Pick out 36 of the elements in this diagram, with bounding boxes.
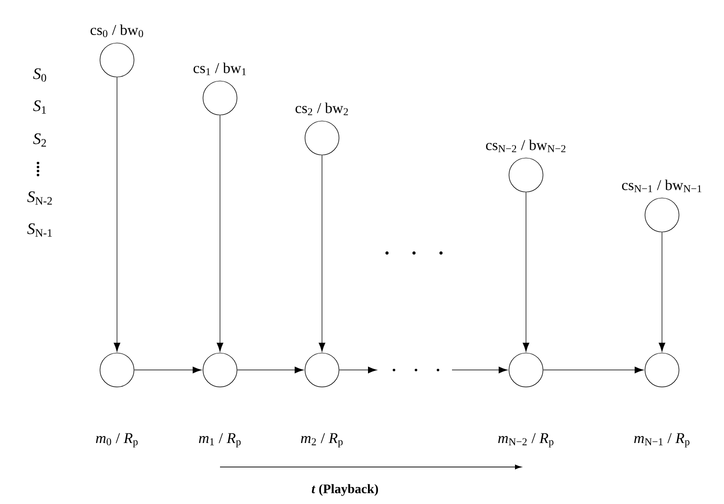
state-circle	[100, 352, 134, 388]
node-label: m$_{N−1}$ / R$_{p}$	[634, 433, 690, 448]
label: S$_{0}$	[33, 68, 46, 82]
node-label: m$_{2}$ / R$_{p}$	[300, 433, 343, 448]
state-circle	[508, 352, 544, 388]
arrow	[318, 155, 326, 352]
label: t (Playback)	[312, 484, 378, 496]
node-label: cs$_{N−1}$ / bw$_{N−1}$	[622, 180, 702, 192]
arrow	[522, 192, 530, 352]
state-circle	[508, 158, 544, 192]
arrow	[543, 366, 644, 374]
node-label: m$_{0}$ / R$_{p}$	[96, 433, 138, 448]
arrow	[114, 77, 120, 352]
label: S$_{N-1}$	[27, 223, 52, 237]
arrow	[452, 366, 508, 374]
node-label: cs$_{N−2}$ / bw$_{N−2}$	[486, 140, 566, 152]
state-circle	[304, 120, 340, 156]
node-label: cs$_{2}$ / bw$_{2}$	[296, 102, 348, 116]
arrow	[658, 232, 666, 352]
state-circle	[100, 42, 134, 78]
label: S$_{2}$	[33, 133, 46, 147]
label: S$_{N-2}$	[27, 191, 52, 205]
node-label: m$_{N−2}$ / R$_{p}$	[498, 433, 554, 448]
node-label: cs$_{1}$ / bw$_{1}$	[194, 62, 246, 76]
arrow	[134, 366, 202, 374]
node-label: m$_{1}$ / R$_{p}$	[198, 433, 241, 448]
state-circle	[644, 198, 680, 232]
state-circle	[304, 352, 340, 388]
arrow	[237, 366, 304, 374]
state-circle	[202, 80, 238, 116]
arrow	[216, 115, 224, 352]
node-label: cs$_{0}$ / bw$_{0}$	[90, 24, 144, 38]
state-circle	[202, 352, 238, 388]
label: S$_{1}$	[33, 100, 46, 114]
arrow	[339, 366, 377, 374]
state-circle	[644, 352, 680, 388]
